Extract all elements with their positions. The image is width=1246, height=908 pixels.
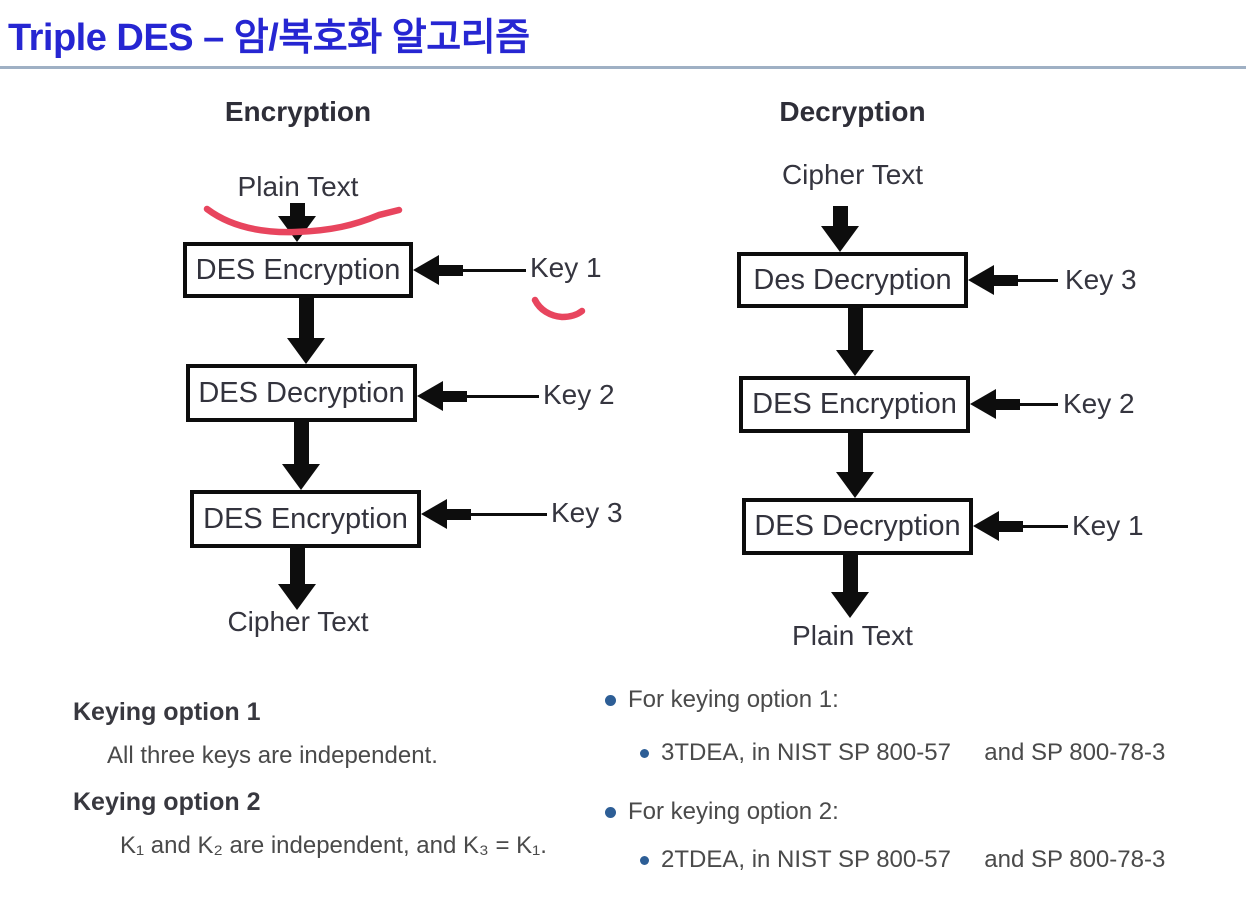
arrow-line — [1023, 524, 1068, 528]
arrow-shaft — [996, 398, 1020, 410]
keying-option-2-heading: Keying option 2 — [73, 788, 261, 816]
nist-note-2-detail: 2TDEA, in NIST SP 800-57 and SP 800-78-3 — [661, 846, 1166, 873]
page-title: Triple DES – 암/복호화 알고리즘 — [8, 17, 530, 59]
down-arrow-icon — [831, 555, 869, 618]
box-label: Des Decryption — [753, 263, 952, 296]
arrow-shaft — [289, 548, 305, 584]
red-squiggle-annotation-icon — [203, 205, 403, 236]
encryption-stage1-box: DES Encryption — [183, 242, 413, 298]
key-arrow-icon — [413, 255, 526, 285]
decryption-stage3-key-label: Key 1 — [1072, 510, 1144, 541]
sub-bullet-icon — [640, 856, 649, 865]
key-arrow-icon — [973, 511, 1068, 541]
arrow-head — [973, 511, 999, 541]
box-label: DES Decryption — [198, 376, 405, 409]
arrow-shaft — [999, 520, 1023, 532]
arrow-head — [417, 381, 443, 411]
encryption-stage3-key-label: Key 3 — [551, 497, 623, 528]
red-check-annotation-icon — [531, 296, 586, 321]
arrow-head — [970, 389, 996, 419]
decryption-stage2-box: DES Encryption — [739, 376, 970, 433]
decryption-stage1-key-label: Key 3 — [1065, 264, 1137, 295]
down-arrow-icon — [821, 206, 859, 252]
nist-note-2-label: For keying option 2: — [628, 798, 839, 825]
arrow-shaft — [443, 390, 467, 402]
keying-option-2-description: K₁ and K₂ are independent, and K₃ = K₁. — [120, 832, 547, 859]
encryption-output-label: Cipher Text — [227, 606, 369, 637]
decryption-input-label: Cipher Text — [781, 159, 924, 190]
encryption-stage1-key-label: Key 1 — [530, 252, 602, 283]
bullet-icon — [605, 695, 616, 706]
box-label: DES Encryption — [203, 502, 408, 535]
encryption-heading: Encryption — [224, 96, 372, 127]
decryption-heading: Decryption — [779, 96, 926, 127]
sub-bullet-icon — [640, 749, 649, 758]
arrow-head — [836, 350, 874, 376]
arrow-head — [287, 338, 325, 364]
arrow-head — [831, 592, 869, 618]
key-arrow-icon — [970, 389, 1058, 419]
box-label: DES Encryption — [195, 253, 401, 286]
arrow-shaft — [847, 433, 863, 472]
key-arrow-icon — [417, 381, 539, 411]
arrow-head — [278, 584, 316, 610]
arrow-head — [821, 226, 859, 252]
down-arrow-icon — [836, 308, 874, 376]
encryption-input-label: Plain Text — [237, 171, 359, 202]
arrow-shaft — [994, 274, 1018, 286]
decryption-stage3-box: DES Decryption — [742, 498, 973, 555]
arrow-line — [463, 268, 526, 272]
bullet-icon — [605, 807, 616, 818]
arrow-shaft — [439, 264, 463, 276]
arrow-shaft — [298, 298, 314, 338]
arrow-shaft — [842, 555, 858, 592]
encryption-stage2-box: DES Decryption — [186, 364, 417, 422]
box-label: DES Decryption — [754, 510, 961, 542]
nist-note-1-label: For keying option 1: — [628, 686, 839, 713]
decryption-stage2-key-label: Key 2 — [1063, 388, 1135, 419]
key-arrow-icon — [421, 499, 547, 529]
keying-option-1-description: All three keys are independent. — [107, 742, 438, 769]
decryption-stage1-box: Des Decryption — [737, 252, 968, 308]
arrow-shaft — [832, 206, 848, 226]
arrow-line — [1018, 278, 1058, 282]
down-arrow-icon — [836, 433, 874, 498]
down-arrow-icon — [287, 298, 325, 364]
arrow-head — [282, 464, 320, 490]
down-arrow-icon — [282, 422, 320, 490]
arrow-head — [413, 255, 439, 285]
arrow-line — [467, 394, 539, 398]
arrow-head — [836, 472, 874, 498]
encryption-stage3-box: DES Encryption — [190, 490, 421, 548]
down-arrow-icon — [278, 548, 316, 610]
title-divider — [0, 66, 1246, 69]
arrow-line — [1020, 402, 1058, 406]
arrow-line — [471, 512, 547, 516]
arrow-shaft — [847, 308, 863, 350]
arrow-shaft — [447, 508, 471, 520]
encryption-stage2-key-label: Key 2 — [543, 379, 615, 410]
arrow-head — [968, 265, 994, 295]
decryption-output-label: Plain Text — [792, 620, 913, 651]
arrow-shaft — [293, 422, 309, 464]
arrow-shaft — [289, 203, 305, 216]
keying-option-1-heading: Keying option 1 — [73, 698, 261, 726]
key-arrow-icon — [968, 265, 1058, 295]
arrow-head — [421, 499, 447, 529]
box-label: DES Encryption — [752, 388, 957, 420]
nist-note-1-detail: 3TDEA, in NIST SP 800-57 and SP 800-78-3 — [661, 739, 1166, 766]
